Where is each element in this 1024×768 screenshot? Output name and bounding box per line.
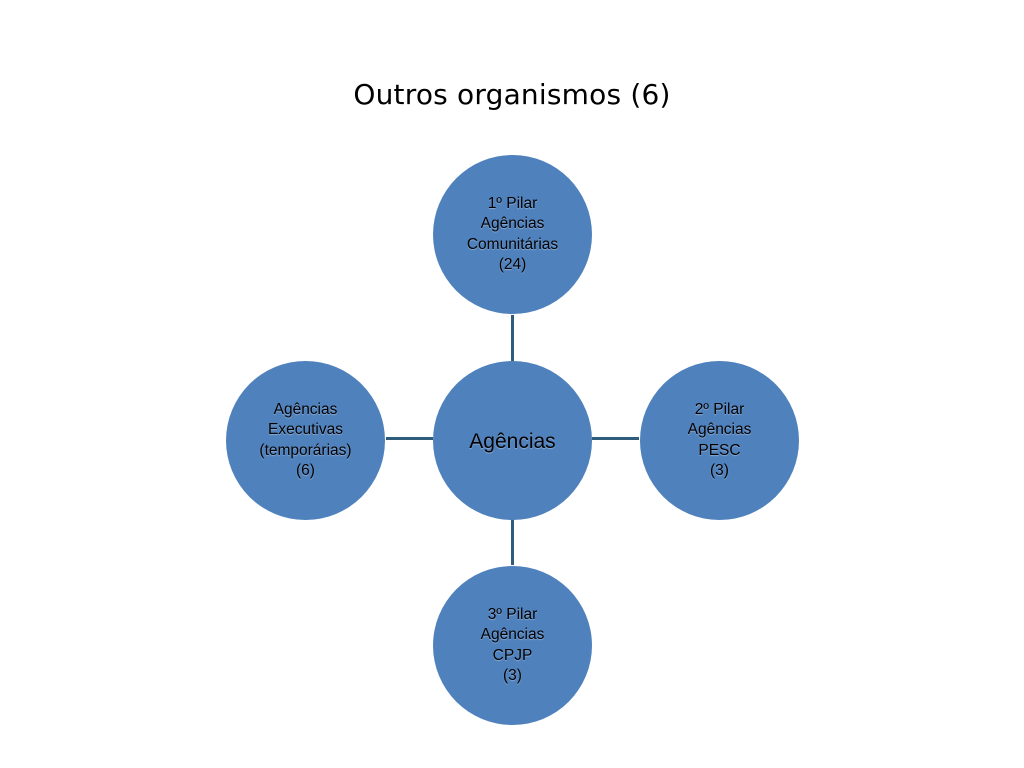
node-1o-pilar: 1º Pilar Agências Comunitárias (24) — [433, 155, 592, 314]
node-2o-pilar: 2º Pilar Agências PESC (3) — [640, 361, 799, 520]
slide-title: Outros organismos (6) — [353, 78, 671, 111]
connector-left — [386, 437, 433, 440]
connector-top — [511, 315, 514, 361]
center-node-agencias: Agências — [433, 361, 592, 520]
node-2o-pilar-label: 2º Pilar Agências PESC (3) — [687, 400, 752, 480]
connector-bottom — [511, 519, 514, 565]
node-3o-pilar: 3º Pilar Agências CPJP (3) — [433, 566, 592, 725]
node-agencias-executivas: Agências Executivas (temporárias) (6) — [226, 361, 385, 520]
node-3o-pilar-label: 3º Pilar Agências CPJP (3) — [480, 605, 545, 685]
node-1o-pilar-label: 1º Pilar Agências Comunitárias (24) — [466, 194, 559, 274]
connector-right — [592, 437, 639, 440]
center-node-label: Agências — [469, 429, 556, 453]
node-agencias-executivas-label: Agências Executivas (temporárias) (6) — [259, 400, 352, 480]
